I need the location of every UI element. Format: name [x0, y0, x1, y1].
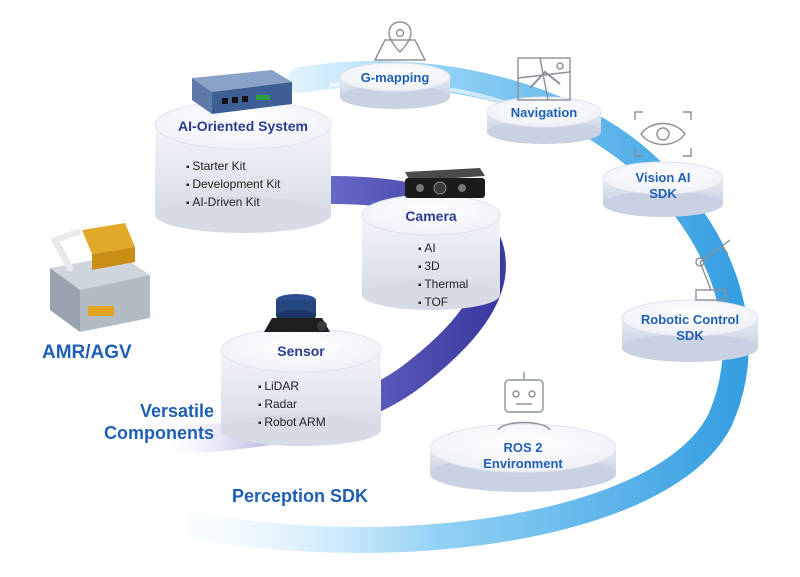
robot-arm-icon: [695, 239, 731, 301]
perception-label: Perception SDK: [232, 486, 369, 506]
list-item: AI: [418, 240, 468, 258]
list-item: 3D: [418, 258, 468, 276]
disc-ros: [429, 423, 617, 492]
robotic-label: Robotic Control SDK: [622, 312, 758, 344]
robot-head-icon: [497, 372, 551, 431]
list-item: AI-Driven Kit: [186, 194, 280, 212]
amr-label: AMR/AGV: [42, 342, 132, 363]
sensor-title: Sensor: [277, 343, 325, 359]
versatile-line1: Versatile: [139, 401, 214, 421]
navigation-label: Navigation: [510, 105, 578, 120]
ros-label: ROS 2 Environment: [430, 440, 616, 472]
list-item: Thermal: [418, 276, 468, 294]
versatile-label: Versatile Components: [94, 400, 214, 444]
ros-line2: Environment: [483, 456, 563, 471]
eye-scan-icon: [634, 111, 692, 157]
list-item: LiDAR: [258, 378, 326, 396]
disc-navigation: [486, 96, 602, 144]
robotic-line2: SDK: [676, 328, 704, 343]
sensor-list: LiDAR Radar Robot ARM: [258, 378, 326, 432]
camera-title: Camera: [405, 208, 457, 224]
vision-label: Vision AI SDK: [603, 170, 723, 202]
vision-line2: SDK: [649, 186, 677, 201]
gmapping-label: G-mapping: [360, 70, 430, 85]
disc-robotic: [621, 299, 759, 362]
ros-line1: ROS 2: [503, 440, 543, 455]
system-list: Starter Kit Development Kit AI-Driven Ki…: [186, 158, 280, 212]
disc-vision: [602, 161, 724, 217]
list-item: Robot ARM: [258, 414, 325, 432]
list-item: TOF: [418, 294, 468, 312]
versatile-line2: Components: [104, 423, 214, 443]
embedded-box-pc-image: [192, 70, 292, 114]
camera-device-image: [405, 168, 485, 198]
agv-robot-image: [50, 223, 150, 332]
list-item: Development Kit: [186, 176, 280, 194]
map-navigation-icon: [517, 57, 571, 101]
vision-line1: Vision AI: [635, 170, 691, 185]
camera-list: AI 3D Thermal TOF: [418, 240, 468, 312]
lidar-sensor-image: [264, 294, 330, 332]
system-title: AI-Oriented System: [178, 118, 308, 134]
list-item: Radar: [258, 396, 326, 414]
disc-gmapping: [339, 62, 451, 109]
robotic-line1: Robotic Control: [640, 312, 740, 327]
list-item: Starter Kit: [186, 158, 280, 176]
map-pin-icon: [373, 21, 427, 61]
